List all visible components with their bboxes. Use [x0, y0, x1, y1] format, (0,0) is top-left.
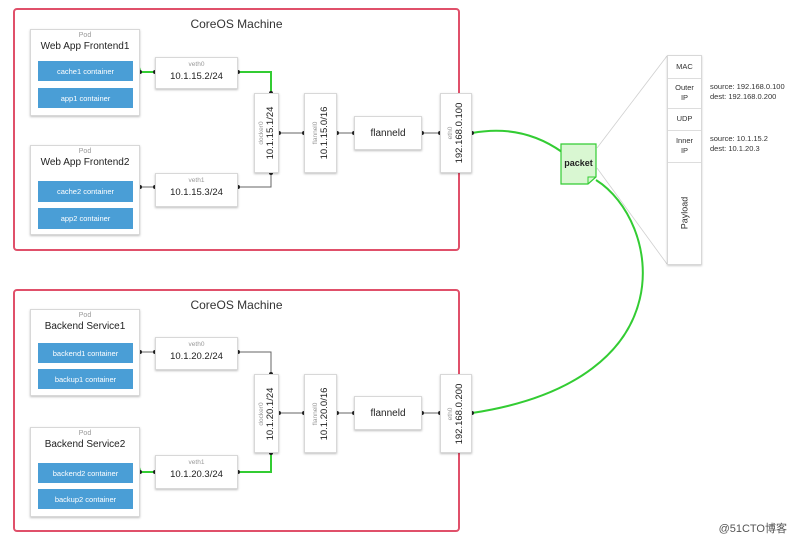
eth0-interface: eth0 192.168.0.200	[440, 374, 472, 453]
interface-tag: veth1	[188, 459, 205, 466]
veth1-interface: veth1 10.1.15.3/24	[155, 173, 238, 207]
container-cache1: cache1 container	[38, 61, 133, 81]
pod-web-app-frontend2: Pod Web App Frontend2 cache2 container a…	[30, 145, 140, 235]
pod-name: Backend Service1	[44, 321, 126, 332]
flanneld-label: flanneld	[370, 407, 406, 419]
header-mac: MAC	[668, 56, 701, 79]
watermark: @51CTO博客	[718, 523, 787, 535]
header-connector-top	[596, 55, 668, 149]
path-eth0-packet	[471, 129, 563, 153]
payload-label: Payload	[679, 196, 690, 230]
interface-tag: eth0	[447, 126, 454, 140]
pod-backend-service2: Pod Backend Service2 backend2 container …	[30, 427, 140, 517]
pod-web-app-frontend1: Pod Web App Frontend1 cache1 container a…	[30, 29, 140, 116]
interface-ip: 10.1.20.1/24	[264, 387, 276, 440]
outer-source: source: 192.168.0.100	[710, 82, 785, 91]
interface-ip: 192.168.0.100	[454, 102, 465, 164]
flanneld-daemon: flanneld	[354, 116, 422, 150]
packet-label: packet	[564, 158, 593, 168]
flannel0-interface: flannel0 10.1.15.0/16	[304, 93, 337, 173]
header-outer-ip: Outer IP	[668, 78, 701, 109]
pod-tag: Pod	[78, 148, 92, 155]
interface-ip: 10.1.15.2/24	[170, 71, 223, 82]
interface-tag: flannel0	[311, 402, 319, 425]
pod-tag: Pod	[78, 312, 92, 319]
inner-ip-addresses: source: 10.1.15.2 dest: 10.1.20.3	[710, 134, 768, 154]
veth0-interface: veth0 10.1.15.2/24	[155, 57, 238, 89]
pod-backend-service1: Pod Backend Service1 backend1 container …	[30, 309, 140, 396]
container-backend2: backend2 container	[38, 463, 133, 483]
path-packet-eth0	[471, 179, 644, 414]
interface-tag: docker0	[257, 401, 265, 426]
outer-dest: dest: 192.168.0.200	[710, 92, 777, 101]
interface-tag: veth0	[188, 61, 205, 68]
interface-ip: 10.1.15.3/24	[170, 187, 223, 198]
interface-tag: veth1	[188, 177, 205, 184]
container-app2: app2 container	[38, 208, 133, 229]
container-backup2: backup2 container	[38, 489, 133, 509]
packet-icon: packet	[560, 143, 597, 185]
interface-ip: 192.168.0.200	[454, 383, 465, 444]
inner-source: source: 10.1.15.2	[710, 134, 768, 143]
header-udp: UDP	[668, 108, 701, 131]
interface-tag: eth0	[447, 407, 454, 420]
flannel0-interface: flannel0 10.1.20.0/16	[304, 374, 337, 453]
flanneld-label: flanneld	[370, 127, 406, 139]
pod-name: Web App Frontend1	[40, 41, 130, 52]
container-backup1: backup1 container	[38, 369, 133, 389]
wire-veth0-docker0	[238, 351, 272, 374]
veth0-interface: veth0 10.1.20.2/24	[155, 337, 238, 370]
docker0-bridge: docker0 10.1.20.1/24	[254, 374, 279, 453]
interface-tag: docker0	[257, 121, 265, 145]
docker0-bridge: docker0 10.1.15.1/24	[254, 93, 279, 173]
machine-title: CoreOS Machine	[190, 17, 283, 31]
interface-ip: 10.1.20.2/24	[170, 351, 223, 362]
interface-tag: flannel0	[311, 121, 319, 145]
container-backend1: backend1 container	[38, 343, 133, 363]
packet-header: MAC Outer IP UDP Inner IP Payload	[667, 55, 702, 265]
flanneld-daemon: flanneld	[354, 396, 422, 430]
outer-ip-addresses: source: 192.168.0.100 dest: 192.168.0.20…	[710, 82, 785, 102]
pod-name: Web App Frontend2	[40, 157, 130, 168]
path-docker0-veth1	[238, 453, 272, 473]
container-cache2: cache2 container	[38, 181, 133, 202]
eth0-interface: eth0 192.168.0.100	[440, 93, 472, 173]
interface-ip: 10.1.15.0/16	[318, 106, 330, 160]
path-veth0-docker0	[238, 71, 272, 93]
inner-dest: dest: 10.1.20.3	[710, 144, 760, 153]
wire-veth1-docker0	[238, 173, 272, 188]
packet-shape	[560, 143, 597, 185]
container-app1: app1 container	[38, 88, 133, 108]
pod-tag: Pod	[78, 430, 92, 437]
header-inner-ip: Inner IP	[668, 130, 701, 163]
interface-ip: 10.1.20.3/24	[170, 469, 223, 480]
interface-ip: 10.1.20.0/16	[318, 387, 330, 440]
machine-title: CoreOS Machine	[190, 298, 283, 312]
interface-ip: 10.1.15.1/24	[264, 106, 276, 160]
veth1-interface: veth1 10.1.20.3/24	[155, 455, 238, 489]
interface-tag: veth0	[188, 341, 205, 348]
pod-tag: Pod	[78, 32, 92, 39]
header-payload: Payload	[668, 162, 701, 264]
pod-name: Backend Service2	[44, 439, 126, 450]
header-connector-bottom	[596, 167, 668, 265]
